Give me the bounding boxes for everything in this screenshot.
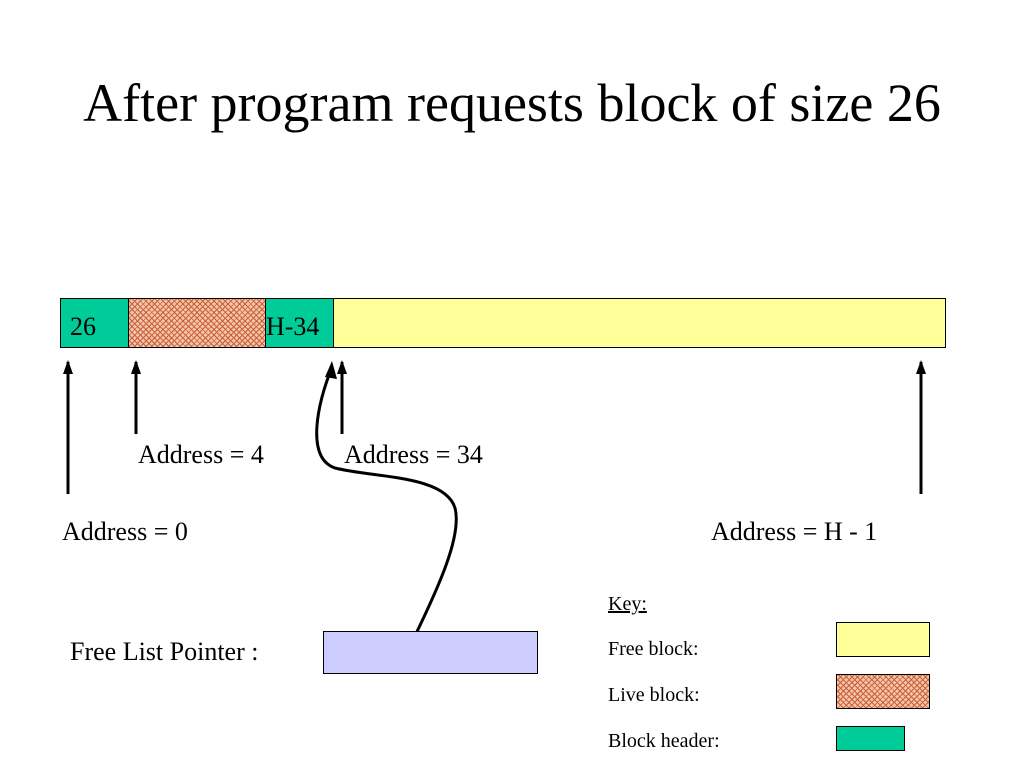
label-address-34: Address = 34 [344, 440, 483, 469]
header-2-value: H-34 [266, 312, 320, 341]
arrowhead-address-34 [337, 360, 347, 374]
header-1-value: 26 [70, 312, 96, 341]
label-address-h: Address = H - 1 [711, 517, 878, 546]
block-header-1 [61, 299, 129, 347]
key-live-swatch [836, 674, 930, 709]
arrowhead-address-0 [63, 360, 73, 374]
free-list-pointer-box [323, 631, 538, 674]
label-address-0: Address = 0 [62, 517, 188, 546]
key-live-label: Live block: [608, 684, 700, 706]
key-header-label: Block header: [608, 730, 720, 752]
key-title: Key: [608, 593, 647, 615]
key-free-swatch [836, 622, 930, 657]
heap-bar [60, 298, 946, 348]
live-block [129, 299, 266, 347]
slide-title: After program requests block of size 26 [83, 73, 941, 133]
free-list-pointer-label: Free List Pointer : [70, 637, 259, 666]
block-header-2 [266, 299, 334, 347]
free-list-pointer-arrowhead [325, 361, 337, 379]
free-list-pointer-curve [315, 369, 458, 647]
arrowhead-address-h [916, 360, 926, 374]
label-address-4: Address = 4 [138, 440, 264, 469]
arrowhead-address-4 [131, 360, 141, 374]
key-free-label: Free block: [608, 638, 699, 660]
key-header-swatch [836, 726, 905, 751]
